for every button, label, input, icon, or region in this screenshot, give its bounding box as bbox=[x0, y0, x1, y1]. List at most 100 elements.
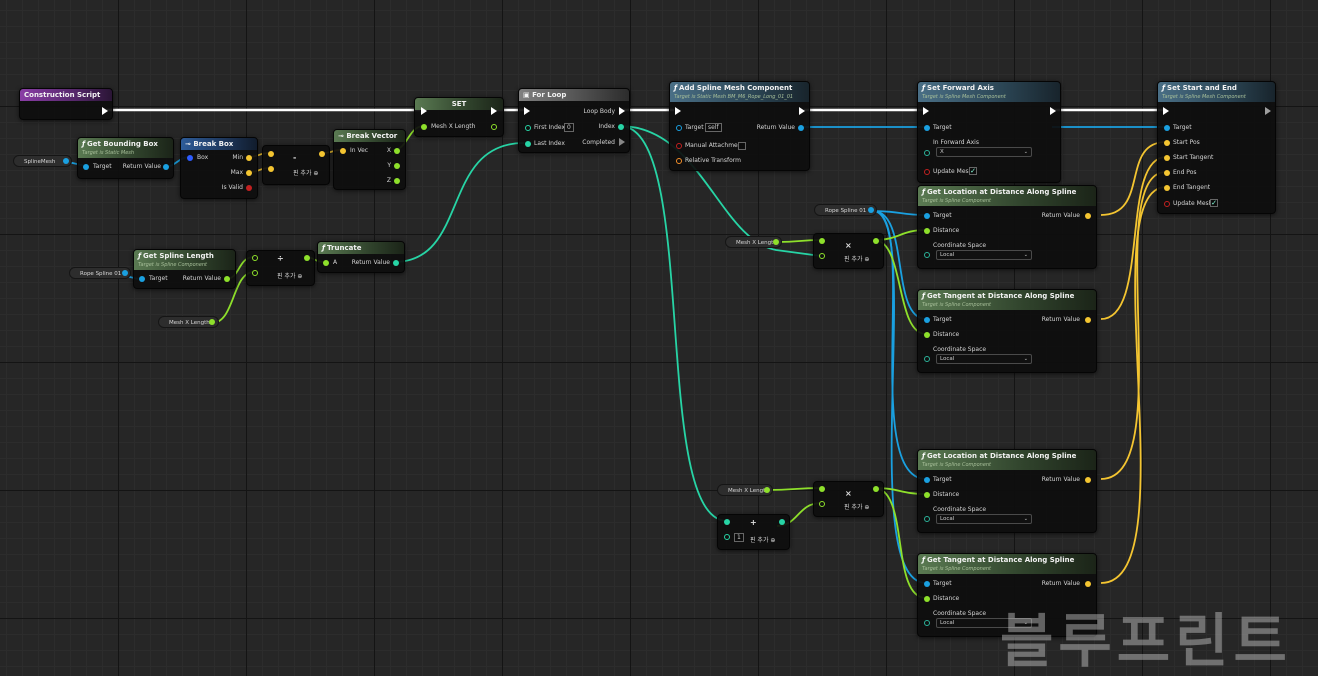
object-out-pin[interactable] bbox=[868, 207, 874, 213]
return-value-pin[interactable] bbox=[1085, 581, 1091, 587]
first-index-pin[interactable] bbox=[525, 125, 531, 131]
construction-script-node[interactable]: Construction Script bbox=[19, 88, 113, 120]
distance-pin[interactable] bbox=[924, 492, 930, 498]
completed-exec-pin[interactable] bbox=[619, 138, 625, 146]
set-variable-node[interactable]: SET Mesh X Length bbox=[414, 97, 504, 137]
input-a-pin[interactable] bbox=[268, 151, 274, 157]
exec-in-pin[interactable] bbox=[524, 107, 530, 115]
last-index-pin[interactable] bbox=[525, 141, 531, 147]
mesh-x-length-variable[interactable]: Mesh X Length bbox=[725, 236, 782, 248]
coordinate-space-dropdown[interactable]: Local⌄ bbox=[936, 354, 1032, 364]
return-value-pin[interactable] bbox=[393, 260, 399, 266]
a-pin[interactable] bbox=[323, 260, 329, 266]
target-pin[interactable] bbox=[924, 317, 930, 323]
input-b-value[interactable]: 1 bbox=[734, 533, 744, 542]
add-pin-button[interactable]: 핀 추가 ⊕ bbox=[293, 168, 318, 177]
rope-spline-variable[interactable]: Rope Spline 01 bbox=[814, 204, 877, 216]
return-value-pin[interactable] bbox=[163, 164, 169, 170]
input-a-pin[interactable] bbox=[819, 486, 825, 492]
add-pin-button[interactable]: 핀 추가 ⊕ bbox=[750, 535, 775, 544]
target-pin[interactable] bbox=[924, 125, 930, 131]
relative-transform-pin[interactable] bbox=[676, 158, 682, 164]
object-out-pin[interactable] bbox=[122, 270, 128, 276]
coordinate-space-pin[interactable] bbox=[924, 356, 930, 362]
float-out-pin[interactable] bbox=[209, 319, 215, 325]
add-pin-button[interactable]: 핀 추가 ⊕ bbox=[277, 271, 302, 280]
input-b-pin[interactable] bbox=[268, 166, 274, 172]
return-value-pin[interactable] bbox=[304, 255, 310, 261]
update-mesh-pin[interactable] bbox=[1164, 201, 1170, 207]
end-tangent-pin[interactable] bbox=[1164, 185, 1170, 191]
y-pin[interactable] bbox=[394, 163, 400, 169]
return-value-pin[interactable] bbox=[319, 151, 325, 157]
return-value-pin[interactable] bbox=[798, 125, 804, 131]
return-value-pin[interactable] bbox=[224, 276, 230, 282]
target-pin[interactable] bbox=[676, 125, 682, 131]
object-out-pin[interactable] bbox=[63, 158, 69, 164]
box-pin[interactable] bbox=[187, 155, 193, 161]
exec-in-pin[interactable] bbox=[1163, 107, 1169, 115]
multiply-node[interactable]: × 핀 추가 ⊕ bbox=[813, 481, 884, 517]
exec-in-pin[interactable] bbox=[923, 107, 929, 115]
add-node[interactable]: 1 + 핀 추가 ⊕ bbox=[717, 514, 790, 550]
start-tangent-pin[interactable] bbox=[1164, 155, 1170, 161]
coordinate-space-dropdown[interactable]: Local⌄ bbox=[936, 618, 1032, 628]
mesh-x-length-variable[interactable]: Mesh X Length bbox=[158, 316, 219, 328]
return-value-pin[interactable] bbox=[1085, 213, 1091, 219]
target-pin[interactable] bbox=[924, 477, 930, 483]
float-out-pin[interactable] bbox=[773, 239, 779, 245]
exec-out-pin[interactable] bbox=[1265, 107, 1271, 115]
input-b-pin[interactable] bbox=[819, 501, 825, 507]
return-value-pin[interactable] bbox=[873, 486, 879, 492]
index-pin[interactable] bbox=[618, 124, 624, 130]
subtract-node[interactable]: - 핀 추가 ⊕ bbox=[262, 145, 330, 185]
max-pin[interactable] bbox=[246, 170, 252, 176]
mesh-x-length-out-pin[interactable] bbox=[491, 124, 497, 130]
is-valid-pin[interactable] bbox=[246, 185, 252, 191]
end-pos-pin[interactable] bbox=[1164, 170, 1170, 176]
divide-node[interactable]: ÷ 핀 추가 ⊕ bbox=[246, 250, 315, 286]
manual-attachment-pin[interactable] bbox=[676, 143, 682, 149]
input-b-pin[interactable] bbox=[252, 270, 258, 276]
target-pin[interactable] bbox=[924, 213, 930, 219]
input-a-pin[interactable] bbox=[252, 255, 258, 261]
target-pin[interactable] bbox=[139, 276, 145, 282]
input-b-pin[interactable] bbox=[819, 253, 825, 259]
break-vector-node[interactable]: ⊸ Break Vector In Vec X Y Z bbox=[333, 129, 406, 190]
target-pin[interactable] bbox=[83, 164, 89, 170]
spline-mesh-variable[interactable]: SplineMesh bbox=[13, 155, 72, 167]
exec-out-pin[interactable] bbox=[491, 107, 497, 115]
exec-in-pin[interactable] bbox=[675, 107, 681, 115]
update-mesh-pin[interactable] bbox=[924, 169, 930, 175]
forward-axis-dropdown[interactable]: X⌄ bbox=[936, 147, 1032, 157]
add-pin-button[interactable]: 핀 추가 ⊕ bbox=[844, 502, 869, 511]
for-loop-node[interactable]: ▣ For Loop First Index 0 Last Index Loop… bbox=[518, 88, 630, 153]
return-value-pin[interactable] bbox=[1085, 477, 1091, 483]
distance-pin[interactable] bbox=[924, 332, 930, 338]
exec-out-pin[interactable] bbox=[102, 107, 108, 115]
z-pin[interactable] bbox=[394, 178, 400, 184]
forward-axis-pin[interactable] bbox=[924, 150, 930, 156]
float-out-pin[interactable] bbox=[764, 487, 770, 493]
break-box-node[interactable]: ⊸ Break Box Box Min Max Is Valid bbox=[180, 137, 258, 199]
target-pin[interactable] bbox=[924, 581, 930, 587]
rope-spline-variable[interactable]: Rope Spline 01 bbox=[69, 267, 131, 279]
manual-attachment-checkbox[interactable] bbox=[738, 142, 746, 150]
target-value-input[interactable]: self bbox=[705, 123, 722, 132]
input-a-pin[interactable] bbox=[819, 238, 825, 244]
first-index-input[interactable]: 0 bbox=[564, 123, 574, 132]
target-pin[interactable] bbox=[1164, 125, 1170, 131]
distance-pin[interactable] bbox=[924, 596, 930, 602]
input-b-pin[interactable] bbox=[724, 534, 730, 540]
exec-out-pin[interactable] bbox=[1050, 107, 1056, 115]
